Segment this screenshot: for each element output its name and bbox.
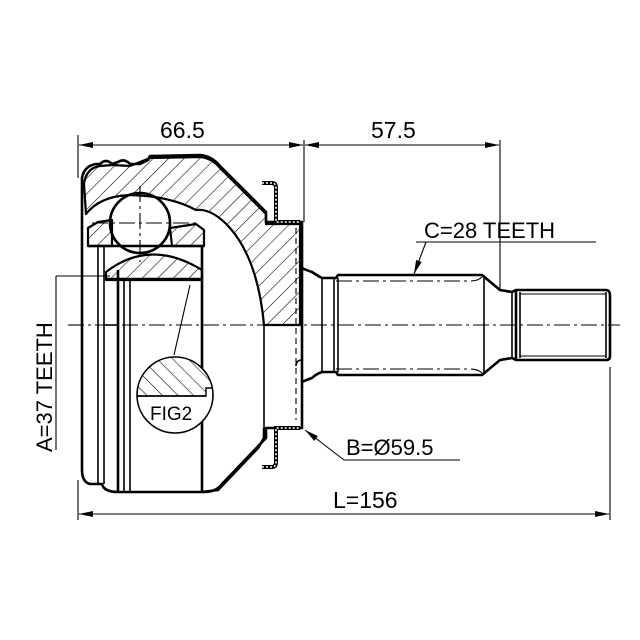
dimension-label-overall-length: L=156: [333, 487, 398, 513]
annotation-label-stub-splines: C=28 TEETH: [424, 218, 555, 243]
annotation-label-seal-diameter: B=Ø59.5: [346, 435, 433, 460]
detail-figure-2: FIG2: [136, 284, 214, 434]
dimension-label-57-5: 57.5: [371, 117, 416, 143]
annotation-label-outer-splines: A=37 TEETH: [32, 322, 57, 452]
annotation-seal-diameter: B=Ø59.5: [304, 429, 460, 461]
annotation-outer-splines: A=37 TEETH: [32, 275, 110, 452]
dimension-overall-length: L=156: [77, 367, 611, 520]
detail-figure-label: FIG2: [150, 404, 192, 425]
dimension-label-66-5: 66.5: [160, 117, 205, 143]
boot-flange-upper: [262, 181, 300, 224]
outer-bell-housing: [80, 153, 304, 494]
dimension-66-5: 66.5: [77, 117, 305, 222]
annotation-stub-splines: C=28 TEETH: [413, 218, 596, 275]
boot-flange-lower: [262, 426, 300, 469]
stub-shaft: [301, 266, 612, 384]
ball-bearing: [92, 186, 196, 262]
dimension-57-5: 57.5: [305, 117, 501, 290]
